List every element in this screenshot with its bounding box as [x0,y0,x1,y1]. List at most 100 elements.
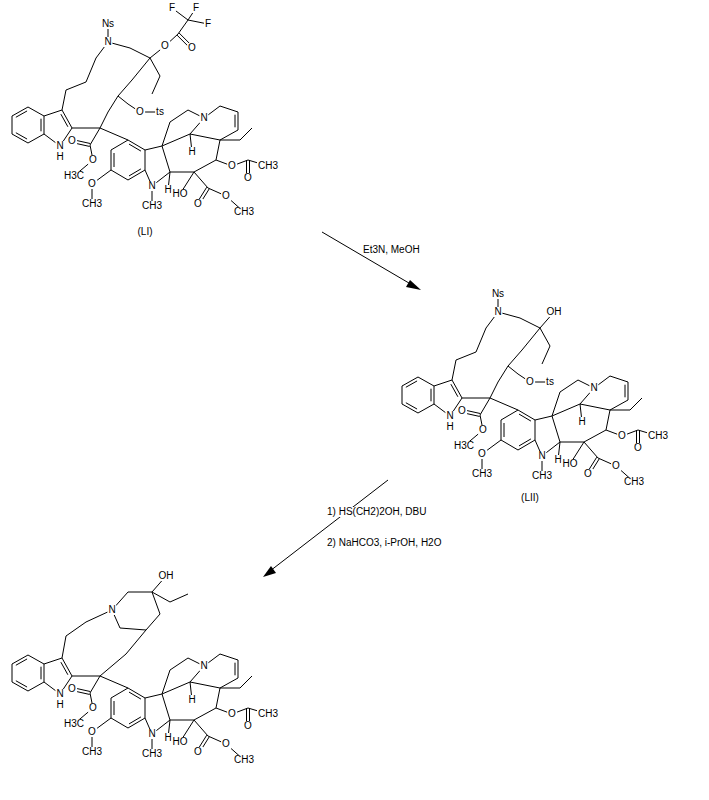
atom-label: (LI) [137,227,154,237]
atom-label: O [87,727,97,737]
bond-line [114,153,115,167]
bond-line [552,392,560,416]
bond-line [86,58,96,82]
atom-label: H3C [63,719,85,729]
atom-label: O [243,721,253,731]
bond-line [62,636,66,658]
atom-label: N [103,37,112,47]
atom-label: O [193,747,203,757]
bond-line [240,676,252,688]
bond-line [111,140,128,150]
bond-line [170,658,188,670]
bond-line [66,82,86,90]
atom-label: H [187,147,196,157]
atom-label: CH3 [81,747,103,757]
bond-line [170,172,194,173]
bond-line [146,614,160,630]
atom-label: CH3 [531,471,553,481]
bond-line [501,410,518,420]
bond-line [129,717,141,724]
bond-line [132,58,150,80]
bond-line [519,439,531,446]
bond-line [220,678,238,688]
atom-label: CH3 [233,207,255,217]
atom-label: O [187,43,197,53]
atom-label: CH3 [471,469,493,479]
atom-label: N [147,181,156,191]
atom-label: CH3 [623,477,645,487]
bond-line [28,107,44,116]
bond-line [194,708,216,720]
bond-line [72,676,100,677]
bond-line [452,360,456,380]
bond-line [238,112,239,130]
bond-line [118,80,132,96]
bond-line [145,146,162,150]
atom-label: O [221,739,231,749]
atom-label: O [243,173,253,183]
bond-line [628,382,629,400]
bond-line [418,377,434,386]
bond-line [610,410,630,411]
bond-line [480,398,490,415]
atom-label: Ns [101,19,115,29]
atom-label: O [525,377,535,387]
bond-line [162,682,190,694]
atom-label: O [160,41,170,51]
atom-label: O [88,703,98,713]
bond-line [194,172,208,188]
atom-label: F [168,3,176,13]
bond-line [490,382,498,398]
bond-line [111,170,128,180]
bond-line [111,688,128,698]
bond-line [508,350,522,366]
bond-line [190,682,220,688]
bond-line [610,376,628,382]
atom-label: H3C [63,171,85,181]
bond-line [162,694,170,720]
bond-line [625,385,626,398]
bond-line [501,420,502,440]
bond-line [162,146,170,172]
atom-label: ts [545,377,555,387]
bond-line [61,662,68,675]
bond-line [100,654,126,676]
bond-line [44,116,45,134]
bond-line [508,366,518,374]
bond-line [108,96,118,112]
bond-line [560,380,578,392]
bond-line [476,328,486,352]
atom-label: O [617,431,627,441]
bond-line [130,48,150,58]
atom-label: O [633,443,643,453]
bond-line [542,346,550,364]
atom-label: O [478,425,488,435]
bond-line [490,398,518,410]
bond-line [402,386,403,404]
bond-line [406,381,417,387]
atom-label: (LII) [520,493,540,503]
bond-line [129,692,141,699]
bond-line [406,403,417,409]
bond-line [580,404,610,410]
bond-line [170,594,188,602]
bond-line [434,380,452,386]
bond-line [66,622,86,636]
bond-line [12,664,13,682]
bond-line [28,134,44,143]
atom-label: CH3 [257,709,279,719]
atom-label: F [204,19,212,29]
bond-line [111,698,112,718]
atom-label: N [147,729,156,739]
bond-line [418,404,434,413]
atom-label: CH3 [647,431,669,441]
bond-line [170,720,194,721]
bond-line [72,128,100,129]
atom-label: H [55,700,64,710]
bond-line [220,688,240,689]
reaction-arrow [270,480,388,571]
atom-label: N [589,383,598,393]
bond-line [16,133,27,139]
bond-line [111,718,128,728]
